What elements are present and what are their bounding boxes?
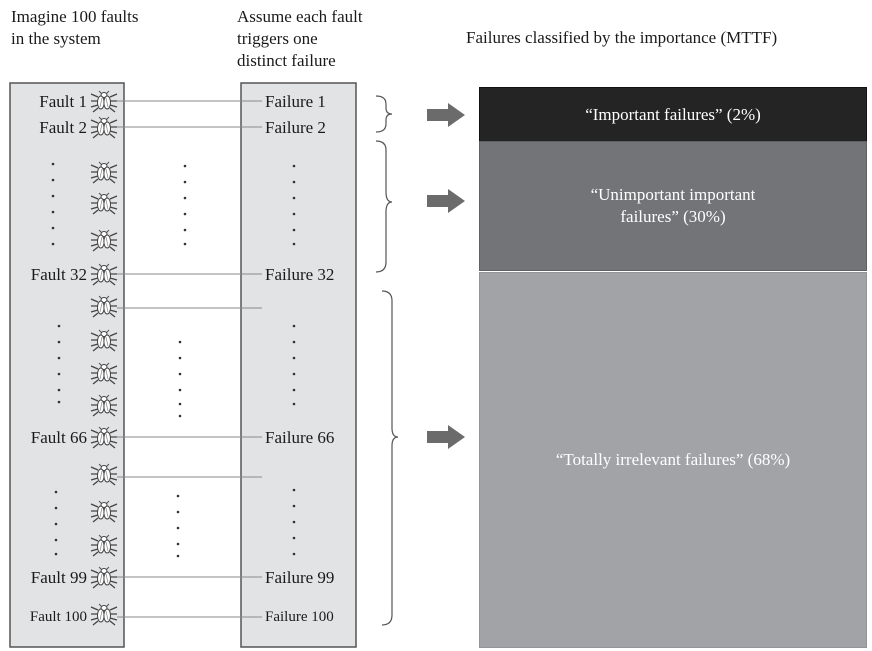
irrelevant-failures-label: “Totally irrelevant failures” (68%) — [555, 450, 791, 469]
connector-lines — [117, 100, 262, 618]
important-failures-label: “Important failures” (2%) — [585, 104, 761, 124]
failure-label: Failure 1 — [265, 92, 326, 111]
failure-label: Failure 66 — [265, 428, 334, 447]
failure-label: Failure 100 — [265, 609, 334, 625]
failure-label: Failure 2 — [265, 118, 326, 137]
failures-panel — [240, 82, 357, 648]
ellipsis-dots — [51, 162, 296, 558]
failure-label: Failure 99 — [265, 568, 334, 587]
right-arrow-icons — [427, 103, 465, 449]
unimportant-failures-label-line2: failures” (30%) — [620, 207, 726, 226]
fault-label: Fault 100 — [30, 609, 87, 625]
unimportant-failures-label-line1: “Unimportant important — [590, 185, 756, 204]
grouping-braces — [375, 95, 399, 626]
fault-label: Fault 99 — [31, 568, 87, 587]
fault-label: Fault 1 — [39, 92, 87, 111]
fault-label: Fault 32 — [31, 265, 87, 284]
unimportant-failures-box: “Unimportant important failures” (30%) — [479, 141, 867, 271]
fault-label: Fault 2 — [39, 118, 87, 137]
fault-label: Fault 66 — [31, 428, 87, 447]
right-arrow-icon — [427, 103, 465, 127]
irrelevant-failures-box: “Totally irrelevant failures” (68%) — [479, 272, 867, 648]
faults-header: Imagine 100 faults in the system — [11, 7, 139, 48]
failure-label: Failure 32 — [265, 265, 334, 284]
right-arrow-icon — [427, 189, 465, 213]
right-arrow-icon — [427, 425, 465, 449]
classification-header: Failures classified by the importance (M… — [466, 28, 778, 47]
important-failures-box: “Important failures” (2%) — [479, 87, 867, 142]
failures-header: Assume each fault triggers one distinct … — [237, 7, 363, 70]
